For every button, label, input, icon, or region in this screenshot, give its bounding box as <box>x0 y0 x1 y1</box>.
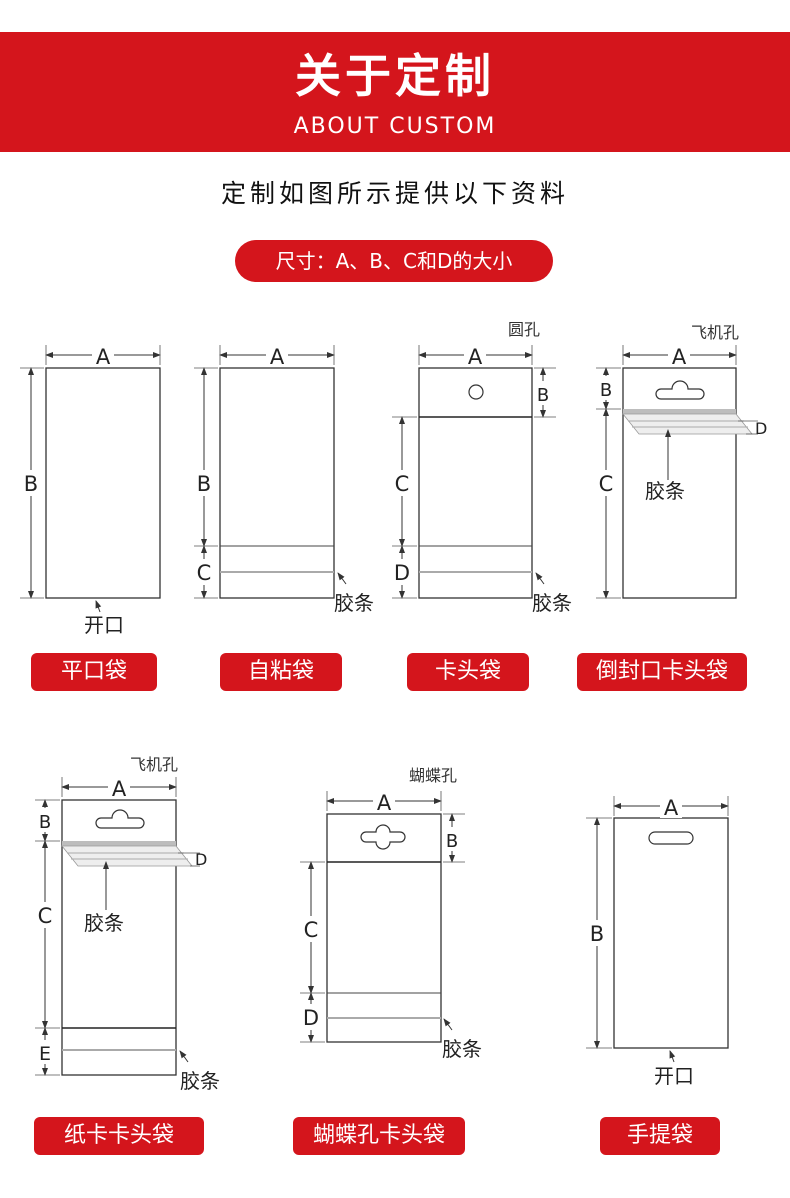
glue-strip-band <box>623 409 736 414</box>
dim-label-d: D <box>755 419 767 438</box>
airplane-hole-icon <box>655 380 705 400</box>
callout-glue-strip: 胶条 <box>442 1037 482 1061</box>
dim-label-c: C <box>197 561 212 585</box>
dim-label-a: A <box>468 345 483 369</box>
callout-opening: 开口 <box>84 613 124 637</box>
dim-label-c: C <box>395 472 410 496</box>
dim-label-d: D <box>303 1006 319 1030</box>
label-butterfly-header-bag: 蝴蝶孔卡头袋 <box>293 1117 465 1155</box>
hole-label-airplane: 飞机孔 <box>130 755 178 774</box>
dim-label-b: B <box>39 812 51 833</box>
bag-outline <box>61 799 177 1076</box>
callout-glue-strip: 胶条 <box>84 911 124 935</box>
dim-label-a: A <box>377 791 392 815</box>
dim-label-a: A <box>112 777 127 801</box>
dim-label-b: B <box>24 472 38 496</box>
dim-label-a: A <box>672 345 687 369</box>
bag-outline <box>219 367 335 599</box>
callout-opening: 开口 <box>654 1064 694 1088</box>
dim-label-b: B <box>537 385 549 406</box>
glue-strip-band <box>62 841 176 846</box>
diagram-paper-card-header-bag: 飞机孔 A B C E D 胶条 胶条 <box>34 755 220 1093</box>
dim-label-a: A <box>270 345 285 369</box>
dim-label-d: D <box>195 850 207 869</box>
diagram-flat-bag: A B 开口 <box>20 343 161 637</box>
label-self-adhesive-bag: 自粘袋 <box>220 653 342 691</box>
label-paper-card-header-bag: 纸卡卡头袋 <box>34 1117 204 1155</box>
butterfly-hole-icon <box>360 824 406 850</box>
section-subtitle: 定制如图所示提供以下资料 <box>220 179 569 208</box>
callout-glue-strip: 胶条 <box>334 591 374 615</box>
diagram-reverse-seal-header-bag: 飞机孔 A B C D 胶条 <box>595 323 767 599</box>
round-hole-icon <box>468 384 484 400</box>
dim-label-c: C <box>599 472 614 496</box>
dim-label-b: B <box>600 380 612 401</box>
bag-outline <box>613 817 729 1049</box>
bag-outline <box>45 367 161 599</box>
dim-label-b: B <box>590 922 604 946</box>
hole-label-airplane: 飞机孔 <box>691 323 739 342</box>
callout-glue-strip: 胶条 <box>180 1069 220 1093</box>
callout-arrow <box>95 600 102 613</box>
header-banner: 关于定制 ABOUT CUSTOM <box>0 32 790 152</box>
hole-label-round: 圆孔 <box>508 320 540 339</box>
reverse-flap <box>61 845 193 867</box>
airplane-hole-icon <box>95 809 145 829</box>
dim-label-a: A <box>96 345 111 369</box>
dim-label-b: B <box>446 831 458 852</box>
dim-label-b: B <box>197 472 211 496</box>
reverse-flap <box>622 413 753 435</box>
diagram-butterfly-header-bag: 蝴蝶孔 A B C D 胶条 <box>300 766 482 1061</box>
callout-glue-strip: 胶条 <box>532 591 572 615</box>
label-reverse-seal-header-bag: 倒封口卡头袋 <box>577 653 747 691</box>
bag-outline <box>622 367 737 599</box>
banner-title: 关于定制 <box>295 49 495 103</box>
callout-arrow <box>669 1050 676 1063</box>
banner-subtitle: ABOUT CUSTOM <box>293 114 497 139</box>
diagram-header-bag: 圆孔 A B C D 胶条 <box>391 320 572 615</box>
size-note-pill: 尺寸：A、B、C和D的大小 <box>235 240 553 282</box>
callout-arrow <box>443 1018 453 1031</box>
callout-arrow <box>535 572 545 585</box>
callout-glue-strip: 胶条 <box>645 479 685 503</box>
label-handle-bag: 手提袋 <box>600 1117 720 1155</box>
dim-label-d: D <box>394 561 410 585</box>
diagram-self-adhesive-bag: A B C 胶条 <box>193 343 374 615</box>
handle-hole-icon <box>648 831 694 845</box>
diagram-handle-bag: A B 开口 <box>586 794 729 1088</box>
hole-label-butterfly: 蝴蝶孔 <box>409 766 457 785</box>
label-header-bag: 卡头袋 <box>407 653 529 691</box>
dim-label-c: C <box>38 904 53 928</box>
dim-label-a: A <box>664 796 679 820</box>
bag-outline <box>326 813 442 1043</box>
bag-outline <box>418 367 533 599</box>
dim-label-e: E <box>39 1043 51 1065</box>
dim-label-c: C <box>304 918 319 942</box>
callout-arrow <box>337 572 347 585</box>
label-flat-bag: 平口袋 <box>31 653 157 691</box>
callout-arrow <box>179 1050 189 1063</box>
